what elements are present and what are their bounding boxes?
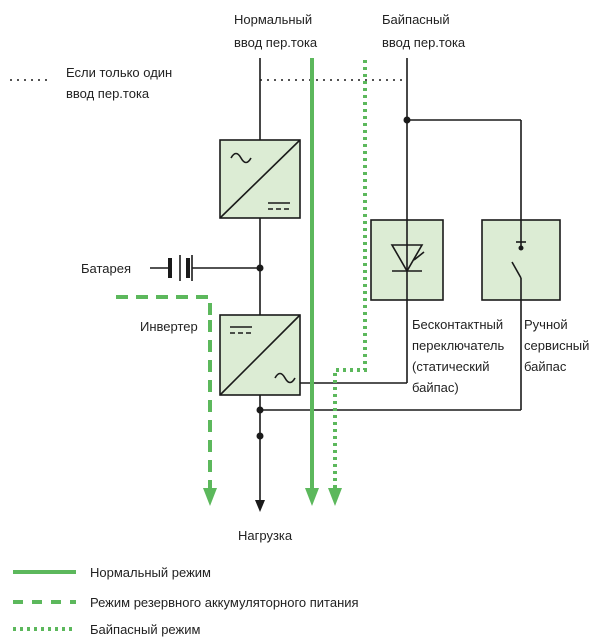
dc-icon	[230, 326, 252, 334]
flow-paths	[116, 58, 367, 506]
static-switch-label-2: переключатель	[412, 338, 505, 353]
static-switch-label-1: Бесконтактный	[412, 317, 503, 332]
legend: Нормальный режим Режим резервного аккуму…	[13, 565, 359, 637]
rectifier-block	[219, 139, 301, 219]
normal-input-label-1: Нормальный	[234, 12, 312, 27]
load-label: Нагрузка	[238, 528, 293, 543]
load-arrow	[255, 500, 265, 512]
ac-icon	[230, 152, 252, 164]
static-switch-label-3: (статический	[412, 359, 490, 374]
junction-manual	[256, 406, 264, 414]
battery-path-top	[116, 295, 212, 320]
labels: Нормальный ввод пер.тока Байпасный ввод …	[66, 12, 589, 543]
manual-bypass-label-1: Ручной	[524, 317, 568, 332]
battery-icon	[150, 255, 193, 281]
single-input-label-1: Если только один	[66, 65, 172, 80]
bypass-input-label-1: Байпасный	[382, 12, 450, 27]
normal-input-label-2: ввод пер.тока	[234, 35, 318, 50]
junction-battery	[256, 264, 264, 272]
legend-normal-label: Нормальный режим	[90, 565, 211, 580]
junction-load	[256, 432, 264, 440]
junction-bypass	[403, 116, 411, 124]
inverter-block	[219, 314, 301, 396]
thyristor-icon	[390, 244, 424, 273]
static-switch-block	[370, 219, 444, 301]
legend-battery-label: Режим резервного аккумуляторного питания	[90, 595, 359, 610]
ac-icon	[274, 372, 296, 384]
legend-bypass-label: Байпасный режим	[90, 622, 200, 637]
manual-bypass-label-2: сервисный	[524, 338, 589, 353]
manual-bypass-label-3: байпас	[524, 359, 567, 374]
battery-label: Батарея	[81, 261, 131, 276]
single-input-label-2: ввод пер.тока	[66, 86, 150, 101]
dc-icon	[268, 202, 290, 210]
manual-bypass-block	[481, 219, 561, 301]
bypass-input-label-2: ввод пер.тока	[382, 35, 466, 50]
bypass-path	[333, 60, 367, 488]
normal-arrow	[305, 488, 319, 506]
inverter-label: Инвертер	[140, 319, 198, 334]
bypass-arrow	[328, 488, 342, 506]
battery-arrow	[203, 488, 217, 506]
static-switch-label-4: байпас)	[412, 380, 459, 395]
switch-icon	[511, 261, 522, 279]
wiring	[192, 58, 522, 512]
